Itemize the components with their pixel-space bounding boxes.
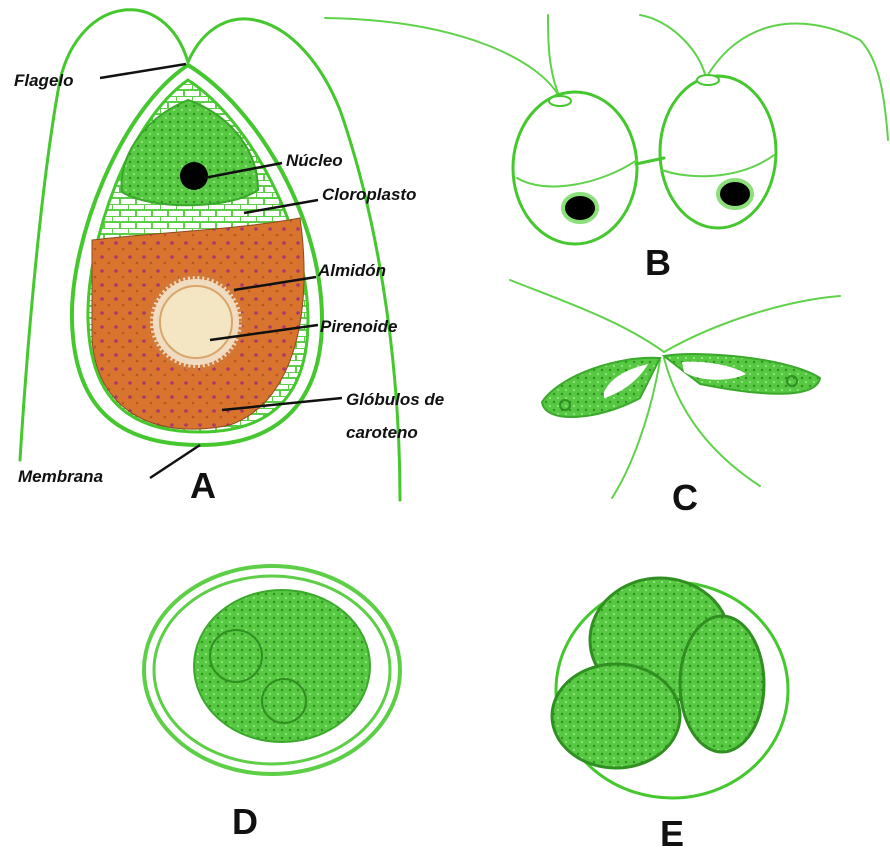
b-pyrenoid-left bbox=[563, 194, 597, 222]
panel-label-b: B bbox=[645, 242, 671, 283]
label-almidon: Almidón bbox=[317, 261, 386, 280]
cell-diagram-d: D bbox=[144, 566, 400, 842]
label-cloroplasto: Cloroplasto bbox=[322, 185, 416, 204]
label-flagelo: Flagelo bbox=[14, 71, 74, 90]
cell-diagram-e: E bbox=[552, 578, 788, 850]
cell-diagram-a: Flagelo Núcleo Cloroplasto Almidón Piren… bbox=[14, 10, 444, 506]
label-globulos-line1: Glóbulos de bbox=[346, 390, 444, 409]
cell-diagram-b: B bbox=[325, 15, 888, 283]
pyrenoid bbox=[160, 286, 232, 358]
b-cell-right bbox=[660, 76, 776, 228]
e-daughter-cell-right bbox=[680, 616, 764, 752]
label-pirenoide: Pirenoide bbox=[320, 317, 397, 336]
panel-label-c: C bbox=[672, 477, 698, 518]
panel-label-d: D bbox=[232, 801, 258, 842]
label-globulos-line2: caroteno bbox=[346, 423, 418, 442]
e-daughter-cell-left bbox=[552, 664, 680, 768]
c-flagellum-1 bbox=[510, 280, 664, 352]
b-papilla-left bbox=[549, 96, 571, 106]
panel-label-e: E bbox=[660, 813, 684, 850]
b-flagellum-3 bbox=[640, 15, 706, 78]
label-nucleo: Núcleo bbox=[286, 151, 343, 170]
cell-diagram-c: C bbox=[510, 280, 840, 518]
b-flagellum-2 bbox=[548, 15, 560, 98]
nucleus bbox=[180, 162, 208, 190]
d-protoplast bbox=[194, 590, 370, 742]
panel-label-a: A bbox=[190, 465, 216, 506]
b-flagellum-1 bbox=[325, 18, 560, 98]
c-flagellum-2 bbox=[664, 296, 840, 352]
b-papilla-right bbox=[697, 75, 719, 85]
label-membrana: Membrana bbox=[18, 467, 103, 486]
b-pyrenoid-right bbox=[718, 180, 752, 208]
